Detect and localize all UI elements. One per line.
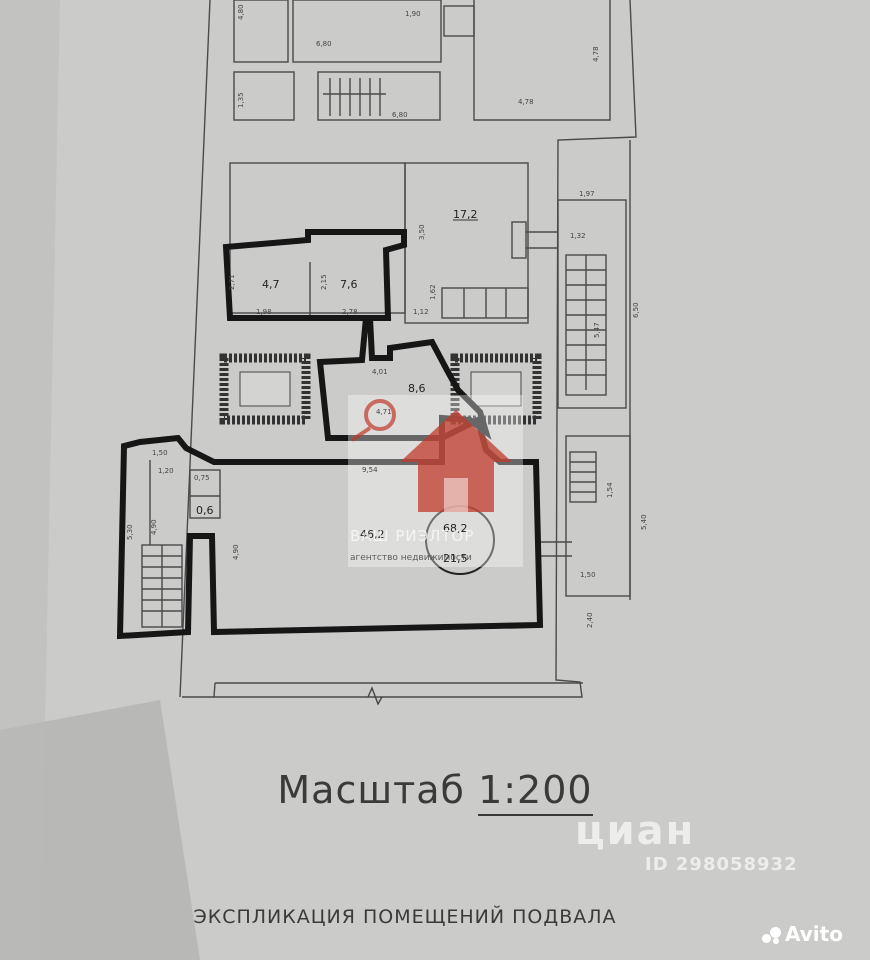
cian-watermark: циан ID 298058932 [575,808,798,875]
cian-brand: циан [575,808,696,854]
svg-text:2,40: 2,40 [586,612,594,628]
room-8-6: 8,6 [408,382,426,395]
scale-value: 1:200 [478,768,593,816]
scale-caption: Масштаб 1:200 [0,768,870,816]
svg-text:1,32: 1,32 [570,232,586,240]
realtor-watermark-title: ВАШ РИЭЛТОР [350,527,475,545]
svg-text:1,62: 1,62 [429,284,437,300]
room-4-7: 4,7 [262,278,280,291]
svg-text:4,71: 4,71 [376,408,392,416]
svg-text:1,98: 1,98 [256,308,272,316]
svg-text:6,50: 6,50 [632,302,640,318]
upper-stair [323,78,386,116]
svg-text:1,12: 1,12 [413,308,429,316]
svg-text:4,90: 4,90 [150,519,158,535]
radiator-row [441,287,529,319]
svg-text:1,50: 1,50 [152,449,168,457]
dimension-labels: 1,90 6,80 4,78 4,78 6,80 1,97 1,32 6,50 … [126,4,648,628]
realtor-watermark [348,395,523,567]
avito-logo-icon [762,926,782,945]
svg-text:2,71: 2,71 [228,274,236,290]
svg-text:9,54: 9,54 [362,466,378,474]
svg-text:0,75: 0,75 [194,474,210,482]
room-46-2: 46,2 [360,528,385,541]
room-0-6: 0,6 [196,504,214,517]
svg-text:5,30: 5,30 [126,524,134,540]
svg-text:6,80: 6,80 [392,111,408,119]
scale-label: Масштаб [277,768,465,812]
cian-id: ID 298058932 [645,854,798,875]
left-stair [141,460,221,628]
svg-text:1,50: 1,50 [580,571,596,579]
room-68-2: 68,2 [443,522,468,535]
svg-text:4,90: 4,90 [232,544,240,560]
room-labels: 17,2 4,7 7,6 8,6 46,2 68,2 21,5 0,6 [196,208,478,565]
building-outline [179,0,637,698]
svg-text:1,54: 1,54 [606,482,614,498]
avito-watermark: Avito [762,922,843,946]
room-21-5: 21,5 [443,552,468,565]
shadow-left [0,0,60,960]
svg-text:2,15: 2,15 [320,274,328,290]
svg-text:1,90: 1,90 [405,10,421,18]
avito-label: Avito [785,922,843,946]
break-marker [367,686,383,706]
realtor-watermark-subtitle: агентство недвижимости [350,553,472,563]
svg-text:5,40: 5,40 [640,514,648,530]
svg-text:4,78: 4,78 [592,46,600,62]
svg-text:5,47: 5,47 [593,322,601,338]
svg-text:1,35: 1,35 [237,92,245,108]
svg-text:4,01: 4,01 [372,368,388,376]
right-stairs [540,140,631,600]
shafts [219,353,542,425]
svg-text:1,20: 1,20 [158,467,174,475]
room-7-6: 7,6 [340,278,358,291]
svg-text:1,97: 1,97 [579,190,595,198]
svg-text:4,78: 4,78 [518,98,534,106]
explication-title: ЭКСПЛИКАЦИЯ ПОМЕЩЕНИЙ ПОДВАЛА [193,906,617,928]
svg-text:6,80: 6,80 [316,40,332,48]
svg-text:3,50: 3,50 [418,224,426,240]
svg-text:2,78: 2,78 [342,308,358,316]
shadow-area [0,700,200,960]
svg-text:4,80: 4,80 [237,4,245,20]
upper-rooms [233,0,611,121]
room-17-2: 17,2 [453,208,478,221]
